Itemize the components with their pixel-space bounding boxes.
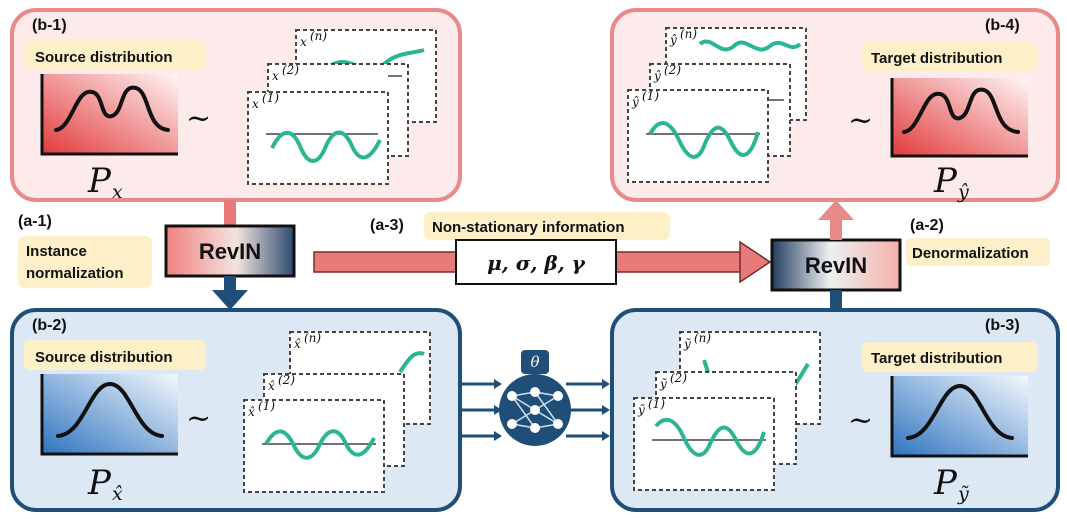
panel-b1-tilde: ~ [186,101,211,136]
panel-b3-p: P [933,463,958,503]
series-b2-2-idx: (2) [278,373,295,387]
panel-b4-p: P [933,161,958,201]
arrow-revin-to-b2 [212,276,248,310]
a1-line2: normalization [26,265,124,282]
panel-b2-p-sub: x̂ [112,483,123,505]
panel-b1-tag: (b-1) [32,17,67,34]
panel-b1-p: P [87,161,112,201]
connector-b1-revin [224,200,236,228]
revin-right-box: RevIN [770,238,902,292]
panel-b4-distribution [890,78,1028,158]
panel-b3-label-box [862,342,1038,372]
panel-b2-tilde: ~ [186,401,211,436]
revin-left-box: RevIN [164,224,296,278]
series-b1-2: x [272,69,279,83]
a1-line1: Instance [26,243,87,260]
series-b2-2: x̂ [268,379,275,393]
neural-network-icon: θ [499,350,571,446]
panel-b1-label: Source distribution [35,49,173,66]
panel-b1-series-stack: x (n) x (2) x (1) [247,29,437,185]
series-b2-n: x̂ [294,337,301,351]
model-arrows-out [566,379,610,441]
revin-left-label: RevIN [199,239,261,264]
a3-label: Non-stationary information [432,219,625,236]
series-b2-n-idx: (n) [304,331,321,345]
series-b4-1-idx: (1) [642,89,659,103]
panel-b2-series-stack: x̂ (n) x̂ (2) x̂ (1) [243,331,431,493]
panel-b2: (b-2) Source distribution P x̂ ~ x̂ (n) … [10,308,462,512]
series-b1-1: x [252,97,259,111]
series-b4-1: ŷ [631,95,639,109]
arrow-revin-to-b4 [818,200,854,240]
a2-label: Denormalization [912,245,1029,262]
series-b4-2-idx: (2) [664,63,681,77]
params-text: μ, σ, β, γ [487,251,585,275]
series-b2-1-idx: (1) [258,399,275,413]
connector-b3-revin [830,290,842,312]
series-b3-1-idx: (1) [648,397,665,411]
panel-b1-p-sub: x [112,181,123,203]
panel-b2-label: Source distribution [35,349,173,366]
a1-tag: (a-1) [18,213,52,230]
params-box [455,239,617,285]
series-b3-n: ỹ [683,337,691,351]
series-b1-n: x [300,35,307,49]
series-b4-2: ŷ [653,69,661,83]
panel-b3-label: Target distribution [871,350,1002,367]
panel-b1: (b-1) Source distribution P x ~ x (n) x … [10,8,462,203]
panel-b1-label-box [24,40,206,70]
series-b1-2-idx: (2) [282,63,299,77]
panel-b3: (b-3) Target distribution P ỹ ~ ỹ (n) ỹ … [610,308,1060,512]
series-b3-2: ỹ [659,377,667,391]
a3-tag: (a-3) [370,217,404,234]
panel-b3-p-sub: ỹ [957,483,969,505]
panel-b3-distribution [890,376,1028,458]
series-b1-1-idx: (1) [262,91,279,105]
series-b2-1: x̂ [248,405,255,419]
model-theta: θ [530,353,539,371]
panel-b2-label-box [24,340,206,370]
panel-b2-p: P [87,463,112,503]
panel-b4-series-stack: ŷ (n) ŷ (2) ŷ (1) [627,27,807,183]
a1-label-box [18,236,152,288]
panel-b4-label: Target distribution [871,50,1002,67]
panel-b4: (b-4) Target distribution P ŷ ~ ŷ (n) ŷ … [610,8,1060,203]
model-arrows-in [460,379,502,441]
series-b1-n-idx: (n) [310,29,327,43]
revin-right-label: RevIN [805,253,867,278]
panel-b1-distribution [40,74,178,156]
series-b4-n-idx: (n) [680,27,697,41]
panel-b4-label-box [862,42,1038,72]
panel-b3-tag: (b-3) [985,317,1020,334]
a2-tag: (a-2) [910,217,944,234]
panel-b2-distribution [40,374,178,456]
series-b3-2-idx: (2) [670,371,687,385]
panel-b3-tilde: ~ [848,403,873,438]
a3-label-box [424,212,670,240]
series-b3-1: ỹ [637,403,645,417]
a2-label-box [906,238,1050,266]
panel-b2-tag: (b-2) [32,317,67,334]
series-b4-n: ŷ [669,33,677,47]
panel-b4-p-sub: ŷ [957,181,969,203]
panel-b3-series-stack: ỹ (n) ỹ (2) ỹ (1) [633,331,821,491]
panel-b4-tilde: ~ [848,103,873,138]
panel-b4-tag: (b-4) [985,17,1020,34]
series-b3-n-idx: (n) [694,331,711,345]
